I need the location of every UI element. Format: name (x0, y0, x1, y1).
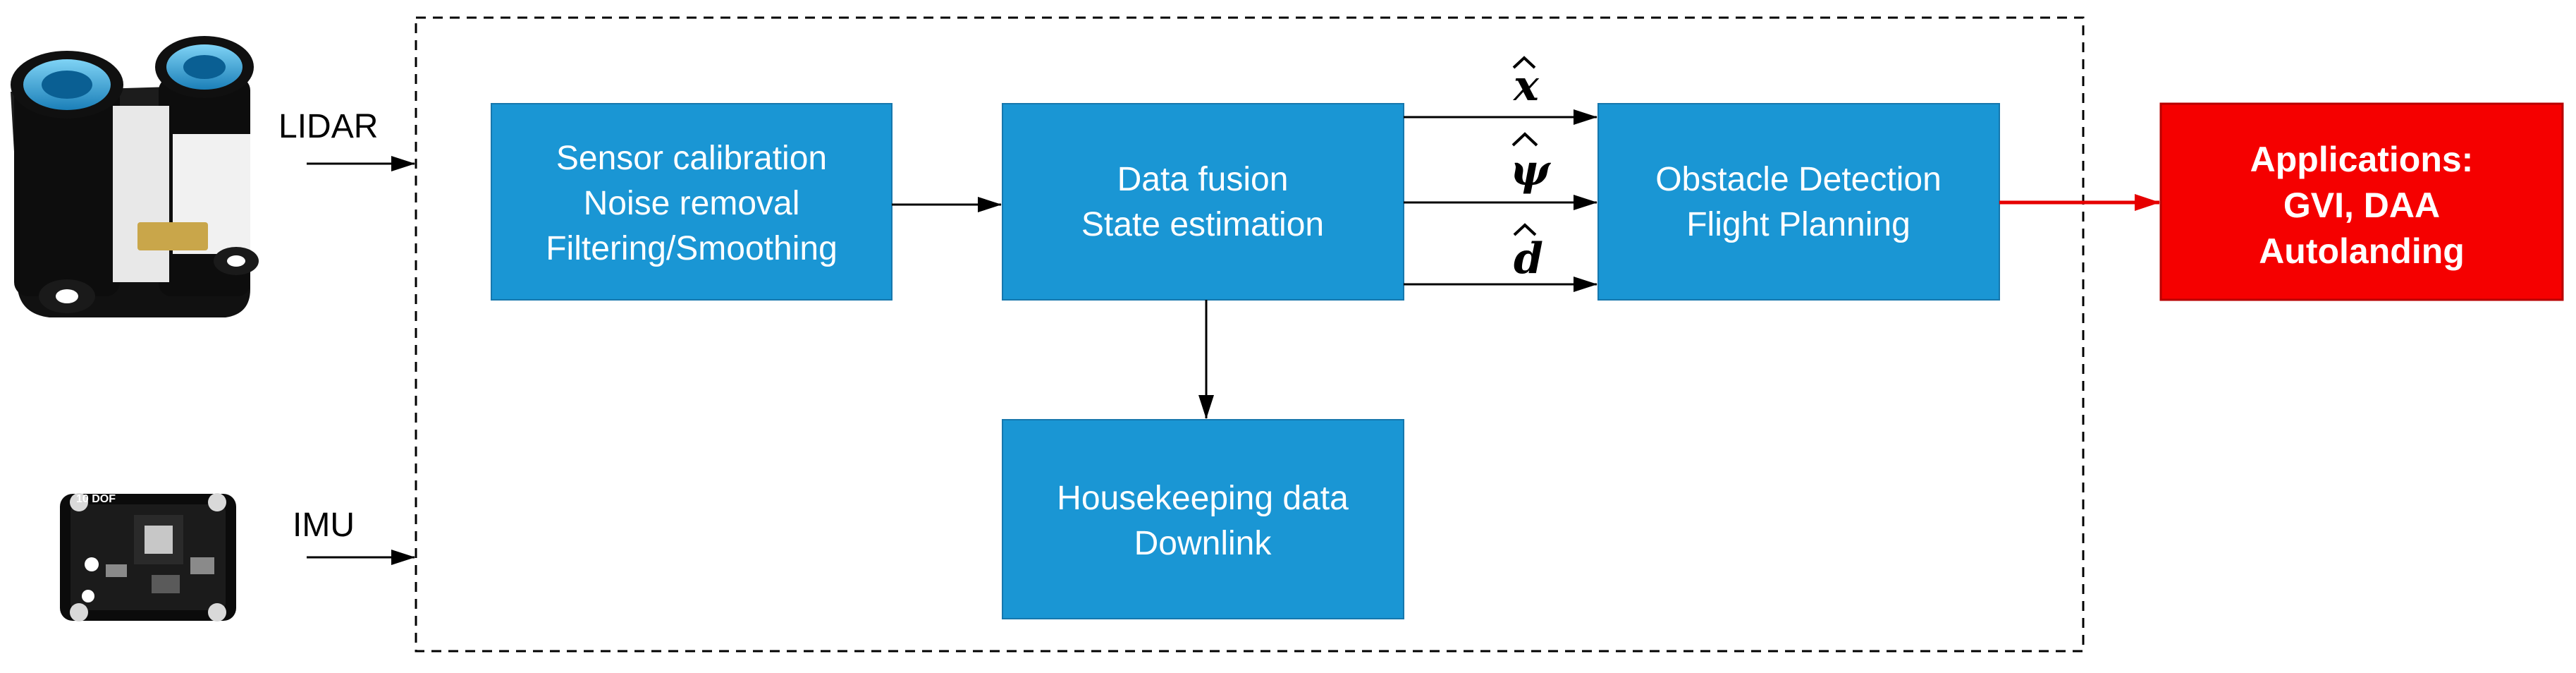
applications-line-1: Applications: (2250, 140, 2474, 179)
obstacle-line-1: Obstacle Detection (1655, 161, 1942, 198)
x-hat-label: x (1512, 56, 1540, 111)
psi-hat-label: ψ (1510, 132, 1552, 195)
svg-text:x: x (1512, 61, 1540, 111)
calibration-block: Sensor calibration Noise removal Filteri… (491, 103, 893, 301)
svg-text:d: d (1514, 234, 1543, 284)
imu-label: IMU (293, 507, 355, 544)
applications-line-3: Autolanding (2259, 231, 2465, 271)
processing-boundary (415, 16, 2085, 653)
imu-board-text: 10 DOF (76, 493, 116, 505)
fusion-block: Data fusion State estimation (1002, 103, 1404, 301)
imu-board-image: 10 DOF (60, 493, 236, 622)
obstacle-block: Obstacle Detection Flight Planning (1597, 103, 2000, 301)
lidar-sensor-image (11, 36, 259, 317)
housekeeping-block: Housekeeping data Downlink (1002, 419, 1404, 619)
housekeeping-line-2: Downlink (1134, 525, 1272, 562)
calibration-line-3: Filtering/Smoothing (546, 230, 838, 267)
calibration-line-2: Noise removal (584, 185, 800, 222)
calibration-line-1: Sensor calibration (556, 140, 827, 177)
applications-block: Applications: GVI, DAA Autolanding (2159, 102, 2564, 301)
housekeeping-line-1: Housekeeping data (1057, 480, 1349, 517)
d-hat-label: d (1513, 223, 1543, 284)
applications-line-2: GVI, DAA (2283, 186, 2440, 225)
fusion-line-1: Data fusion (1117, 161, 1289, 198)
fusion-line-2: State estimation (1081, 206, 1324, 243)
lidar-label: LIDAR (278, 108, 378, 145)
obstacle-line-2: Flight Planning (1686, 206, 1910, 243)
svg-text:ψ: ψ (1510, 146, 1552, 195)
